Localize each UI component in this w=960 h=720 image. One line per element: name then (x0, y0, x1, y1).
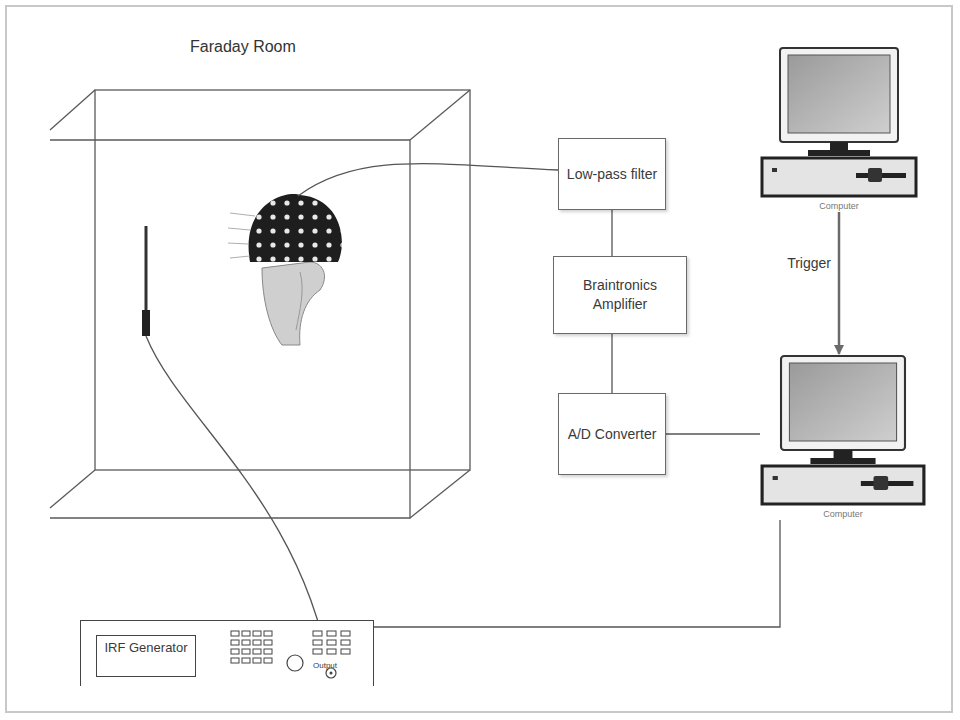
panel-button (264, 649, 272, 654)
monitor-frame (781, 356, 905, 450)
antenna (142, 226, 150, 336)
panel-button (231, 649, 239, 654)
panel-button (253, 658, 261, 663)
eeg-cap-head (228, 194, 342, 345)
room-outline: Faraday Room (95, 90, 470, 518)
connector-line (666, 433, 760, 434)
panel-button (242, 631, 250, 636)
electrode-cable (298, 164, 558, 196)
system-unit (762, 158, 916, 196)
edge-label: Trigger (785, 255, 833, 271)
output-pin (330, 672, 333, 675)
panel-button (231, 640, 239, 645)
panel-button (327, 649, 336, 654)
room-title: Faraday Room (190, 36, 296, 58)
monitor-screen (788, 55, 890, 133)
panel-button (327, 640, 336, 645)
system-unit (762, 466, 924, 504)
panel-button (327, 631, 336, 636)
faraday-room-wireframe (50, 90, 470, 518)
panel-button (253, 631, 261, 636)
panel-button (242, 658, 250, 663)
process-box: Low-pass filter (558, 138, 666, 210)
power-led (772, 168, 777, 172)
connector-line (611, 210, 612, 256)
monitor-neck (830, 142, 848, 150)
box-label: IRF Generator (96, 635, 196, 677)
panel-button (264, 640, 272, 645)
panel-button (313, 631, 322, 636)
box-label: Low-pass filter (567, 165, 657, 184)
generator-device: IRF GeneratorOutput (80, 620, 374, 686)
process-box: A/D Converter (558, 393, 666, 475)
computer-icon (760, 46, 918, 198)
panel-button (341, 649, 350, 654)
monitor-frame (780, 48, 898, 142)
panel-button (253, 640, 261, 645)
panel-button (341, 640, 350, 645)
page-frame (6, 6, 952, 712)
panel-button (231, 631, 239, 636)
monitor-neck (834, 450, 853, 458)
computer-node: Computer (760, 46, 918, 212)
panel-button (242, 649, 250, 654)
panel-knob (287, 655, 303, 671)
panel-button (313, 640, 322, 645)
panel-button (341, 631, 350, 636)
computer-icon (760, 354, 926, 506)
monitor-stand (810, 458, 875, 464)
box-label: Braintronics Amplifier (560, 276, 680, 314)
process-box: Braintronics Amplifier (553, 256, 687, 334)
monitor-screen (789, 363, 896, 441)
panel-button (231, 658, 239, 663)
panel-button (242, 640, 250, 645)
panel-button (264, 658, 272, 663)
drive-button (868, 168, 882, 182)
connector-line (838, 212, 841, 354)
panel-label: Output (311, 661, 339, 670)
computer-node: Computer (760, 354, 926, 520)
panel-button (313, 649, 322, 654)
box-label: A/D Converter (568, 425, 657, 444)
drive-button (873, 476, 888, 490)
connector-line (611, 334, 612, 393)
power-led (773, 476, 778, 480)
monitor-stand (808, 150, 870, 156)
computer-caption: Computer (760, 200, 918, 212)
connector-line (374, 520, 780, 627)
panel-button (253, 649, 261, 654)
panel-button (264, 631, 272, 636)
computer-caption: Computer (760, 508, 926, 520)
